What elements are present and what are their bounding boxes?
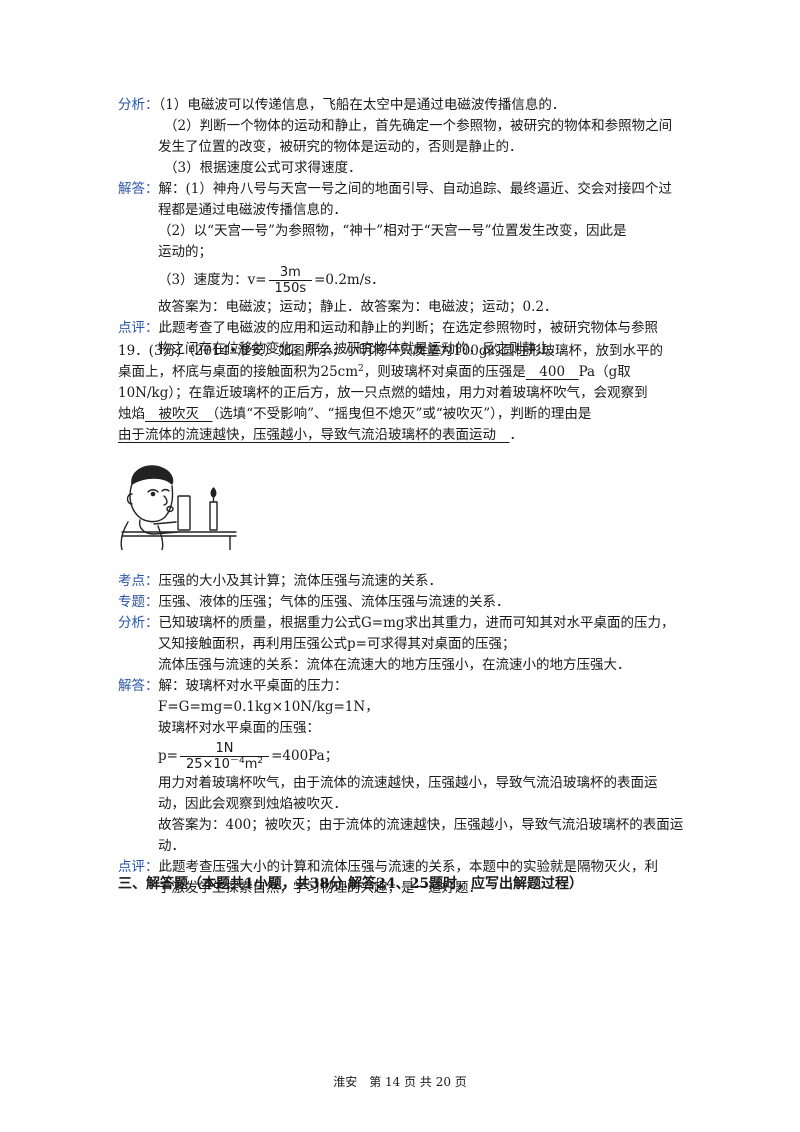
- boy-blowing-candle-illustration: [120, 465, 237, 550]
- q19-answer-line-5: 用力对着玻璃杯吹气，由于流体的流速越快，压强越小，导致气流沿玻璃杯的表面运: [158, 775, 658, 791]
- q19-comment-line-1: 点评：此题考查压强大小的计算和流体压强与流速的关系，本题中的实验就是隔物灭火，利: [118, 859, 658, 875]
- q19-analysis-line-3: 流体压强与流速的关系：流体在流速大的地方压强小，在流速小的地方压强大．: [158, 657, 631, 673]
- q19-stem-line-5: 由于流体的流速越快，压强越小，导致气流沿玻璃杯的表面运动 ．: [118, 427, 523, 443]
- q18-answer-line-2: 程都是通过电磁波传播信息的．: [158, 202, 347, 218]
- q19-answer-line-2: F=G=mg=0.1kg×10N/kg=1N，: [158, 699, 379, 715]
- answer-label: 解答：: [118, 181, 159, 197]
- q18-answer-line-1: 解答：解：(1）神舟八号与天宫一号之间的地面引导、自动追踪、最终逼近、交会对接四…: [118, 181, 672, 197]
- q18-comment-line-2: 物之间存在位移的变化，那么被研究物体就是运动的，反之则静止．: [158, 341, 563, 357]
- answer-blank-2: 被吹灭: [145, 406, 213, 422]
- comment-label: 点评：: [118, 320, 159, 336]
- q18-solution: 分析：（1）电磁波可以传递信息，飞船在太空中是通过电磁波传播信息的． （2）判断…: [118, 95, 693, 360]
- q19-stem-line-3: 10N/kg）；在靠近玻璃杯的正后方，放一只点燃的蜡烛，用力对着玻璃杯吹气，会观…: [118, 385, 648, 401]
- page-footer: 淮安 第 14 页 共 20 页: [333, 1075, 467, 1089]
- q18-comment-line-1: 点评：此题考查了电磁波的应用和运动和静止的判断；在选定参照物时，被研究物体与参照: [118, 320, 658, 336]
- q19-stem-line-4: 烛焰 被吹灭 （选填“不受影响”、“摇曳但不熄灭”或“被吹灭”），判断的理由是: [118, 406, 592, 422]
- q19-stem-line-2: 桌面上，杯底与桌面的接触面积为25cm2，则玻璃杯对桌面的压强是 400 Pa（…: [118, 364, 631, 380]
- q19-analysis-line-2: 又知接触面积，再利用压强公式p=可求得其对桌面的压强；: [158, 636, 516, 652]
- q18-analysis-line-4: （3）根据速度公式可求得速度．: [164, 160, 362, 176]
- section-heading: 三、解答题（本题共1小题，共38分.解答24、25题时，应写出解题过程）: [118, 876, 584, 892]
- q19-answer-line-1: 解答：解：玻璃杯对水平桌面的压力：: [118, 678, 348, 694]
- q19-topic: 专题：压强、液体的压强；气体的压强、流体压强与流速的关系．: [118, 594, 510, 610]
- q19-analysis-line-1: 分析：已知玻璃杯的质量，根据重力公式G=mg求出其重力，进而可知其对水平桌面的压…: [118, 615, 675, 631]
- q18-conclusion: 故答案为：电磁波；运动；静止．故答案为：电磁波；运动；0.2．: [158, 299, 558, 315]
- q19-solution: 考点：压强的大小及其计算；流体压强与流速的关系． 专题：压强、液体的压强；气体的…: [118, 571, 693, 899]
- q19-stem-line-1: 19．(3分)（2014•淮安）如图所示，小明将一只质量为100g的圆柱形玻璃杯…: [118, 343, 664, 359]
- answer-blank-3: 由于流体的流速越快，压强越小，导致气流沿玻璃杯的表面运动: [118, 427, 510, 443]
- analysis-label: 分析：: [118, 615, 159, 631]
- q19-knowledge-point: 考点：压强的大小及其计算；流体压强与流速的关系．: [118, 573, 442, 589]
- q19-question: 19．(3分)（2014•淮安）如图所示，小明将一只质量为100g的圆柱形玻璃杯…: [118, 341, 693, 446]
- q19-comment-line-2: 于激发学生探索自然，学习物理的兴趣，是一道好题．: [158, 880, 482, 896]
- analysis-label: 分析：: [118, 97, 159, 113]
- q19-answer-line-3: 玻璃杯对水平桌面的压强：: [158, 720, 320, 736]
- q18-answer-line-3: （2）以“天宫一号”为参照物，“神十”相对于“天宫一号”位置发生改变，因此是: [158, 223, 627, 239]
- q19-answer-line-7: 故答案为：400；被吹灭；由于流体的流速越快，压强越小，导致气流沿玻璃杯的表面运: [158, 817, 684, 833]
- topic-label: 专题：: [118, 594, 159, 610]
- answer-blank-1: 400: [525, 364, 579, 380]
- q18-analysis-line-1: 分析：（1）电磁波可以传递信息，飞船在太空中是通过电磁波传播信息的．: [118, 97, 566, 113]
- q18-analysis-line-2: （2）判断一个物体的运动和静止，首先确定一个参照物，被研究的物体和参照物之间: [164, 118, 673, 134]
- q19-answer-line-6: 动，因此会观察到烛焰被吹灭．: [158, 796, 347, 812]
- q18-analysis-line-3: 发生了位置的改变，被研究的物体是运动的，否则是静止的．: [158, 139, 523, 155]
- q18-answer-line-4: 运动的；: [158, 244, 212, 260]
- q19-answer-line-8: 动．: [158, 838, 185, 854]
- comment-label: 点评：: [118, 859, 159, 875]
- knowledge-point-label: 考点：: [118, 573, 159, 589]
- answer-label: 解答：: [118, 678, 159, 694]
